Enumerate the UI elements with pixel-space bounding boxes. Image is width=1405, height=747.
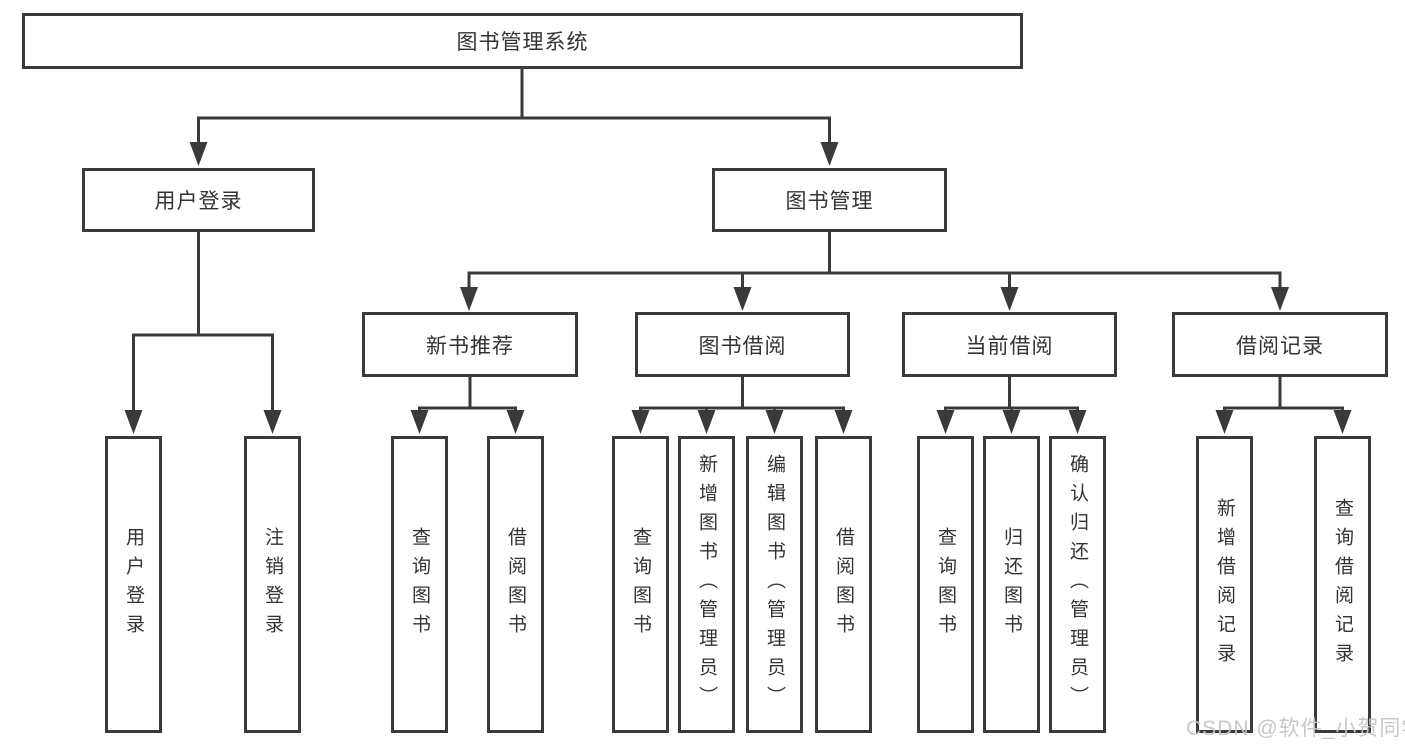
arrowhead [834,410,853,434]
node-borrowing-records: 借阅记录 [1172,312,1388,377]
node-label: 新增借阅记录 [1214,497,1235,672]
node-label: 确认归还（管理员） [1067,454,1088,715]
node-label: 借阅图书 [833,526,854,643]
node-leaf-add-borrow-record: 新增借阅记录 [1196,436,1253,733]
node-book-borrowing: 图书借阅 [635,312,850,377]
csdn-watermark: CSDN @软件_小贺同学 [1186,717,1405,740]
arrowhead [506,410,525,434]
node-label: 归还图书 [1001,526,1022,643]
connector-line [418,377,517,413]
node-label: 查询借阅记录 [1332,497,1353,672]
connector-root-to-level2 [189,69,839,166]
node-leaf-query-books-borrowing: 查询图书 [612,436,669,733]
node-label: 注销登录 [262,526,283,643]
node-book-management: 图书管理 [712,168,947,232]
node-label: 图书借阅 [698,334,787,358]
node-library-management-system: 图书管理系统 [22,13,1023,69]
node-leaf-logout: 注销登录 [244,436,301,733]
node-label: 借阅图书 [505,526,526,643]
connector-line [1223,377,1344,413]
arrowhead [263,410,282,434]
node-label: 借阅记录 [1236,334,1324,358]
arrowhead [697,410,716,434]
connector-line [944,377,1079,413]
node-label: 图书管理 [785,190,874,213]
node-label: 新书推荐 [426,334,514,358]
node-label: 查询图书 [935,526,956,643]
arrowhead [1000,287,1019,311]
node-label: 图书管理系统 [456,31,589,54]
node-leaf-add-books-admin: 新增图书（管理员） [678,436,735,733]
arrowhead [1333,410,1352,434]
node-label: 编辑图书（管理员） [764,454,785,715]
arrowhead [733,287,752,311]
connector-line [639,377,845,413]
arrowhead [460,287,478,311]
connector-line [467,232,1282,290]
connector-line [197,69,831,146]
node-leaf-return-books: 归还图书 [983,436,1040,733]
node-label: 查询图书 [630,526,651,643]
node-current-borrowing: 当前借阅 [902,312,1117,377]
connector-userlogin-to-leaves [124,232,282,434]
connector-bookmgmt-to-level3 [460,232,1289,311]
node-user-login: 用户登录 [82,168,315,232]
connector-line [132,232,274,414]
arrowhead [1215,410,1234,434]
connector-currentborrowing-to-leaves [936,377,1087,434]
arrowhead [765,410,784,434]
node-label: 新增图书（管理员） [696,454,717,715]
node-leaf-user-login: 用户登录 [105,436,162,733]
node-leaf-edit-books-admin: 编辑图书（管理员） [746,436,803,733]
connector-newbooks-to-leaves [410,377,525,434]
arrowhead [410,410,429,434]
arrowhead [936,410,955,434]
node-label: 当前借阅 [965,334,1054,358]
node-leaf-confirm-return-admin: 确认归还（管理员） [1049,436,1106,733]
arrowhead [1271,287,1289,311]
arrowhead [1002,410,1021,434]
node-label: 用户登录 [154,190,243,213]
arrowhead [1068,410,1087,434]
arrowhead [631,410,650,434]
node-label: 用户登录 [123,526,144,643]
node-leaf-query-books-current: 查询图书 [917,436,974,733]
node-label: 查询图书 [409,526,430,643]
node-leaf-query-books-newbooks: 查询图书 [391,436,448,733]
arrowhead [189,142,208,166]
node-leaf-borrow-books-newbooks: 借阅图书 [487,436,544,733]
connector-bookborrowing-to-leaves [631,377,853,434]
node-new-book-recommendation: 新书推荐 [362,312,578,377]
node-leaf-borrow-books-borrowing: 借阅图书 [815,436,872,733]
connector-borrowrecords-to-leaves [1215,377,1352,434]
node-leaf-query-borrow-record: 查询借阅记录 [1314,436,1371,733]
arrowhead [124,410,143,434]
arrowhead [820,142,839,166]
